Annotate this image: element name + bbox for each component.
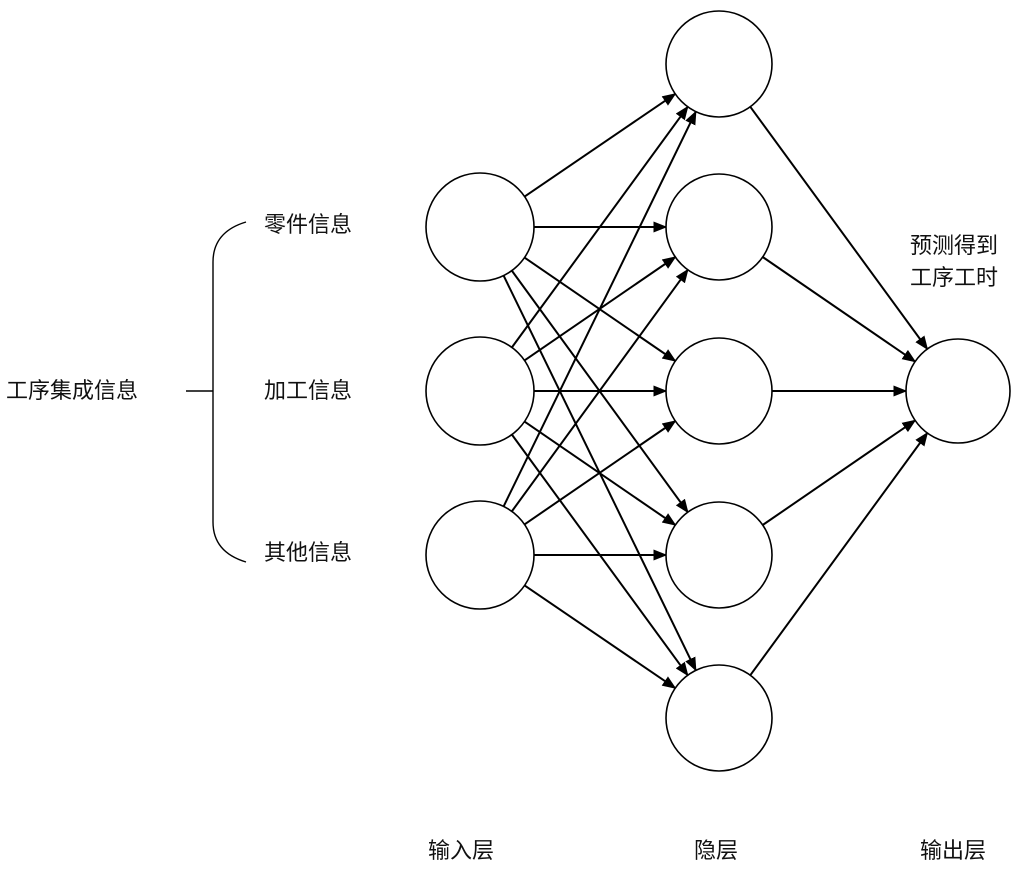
output-label-line2: 工序工时 [910, 266, 998, 291]
edges-group [502, 93, 929, 689]
output-label-line1: 预测得到 [910, 234, 998, 259]
hidden-node-5 [665, 664, 773, 772]
layer-label-input: 输入层 [428, 839, 494, 864]
input-label-process: 加工信息 [264, 379, 352, 404]
edge-hidden2-output [762, 256, 917, 363]
source-label: 工序集成信息 [6, 379, 138, 404]
edge-hidden4-output [762, 419, 917, 526]
input-label-other: 其他信息 [264, 541, 352, 566]
edge-hidden1-output [749, 106, 929, 351]
hidden-node-3 [665, 337, 773, 445]
edge-hidden5-output [749, 431, 929, 676]
output-node [905, 338, 1011, 444]
brace [212, 221, 247, 563]
edge-input3-hidden1 [502, 110, 697, 507]
edge-input3-hidden2 [510, 268, 689, 512]
input-node-3 [425, 500, 535, 610]
layer-label-output: 输出层 [920, 839, 986, 864]
edge-input1-hidden1 [524, 93, 677, 198]
hidden-node-1 [665, 10, 773, 118]
hidden-node-4 [665, 501, 773, 609]
layer-label-hidden: 隐层 [694, 839, 738, 864]
edge-input3-hidden3 [523, 420, 677, 526]
input-label-part: 零件信息 [264, 213, 352, 238]
nodes-group [425, 10, 1011, 772]
input-node-2 [425, 336, 535, 446]
edge-input3-hidden5 [524, 584, 677, 689]
edge-input2-hidden1 [511, 105, 689, 348]
input-node-1 [425, 172, 535, 282]
hidden-node-2 [665, 173, 773, 281]
